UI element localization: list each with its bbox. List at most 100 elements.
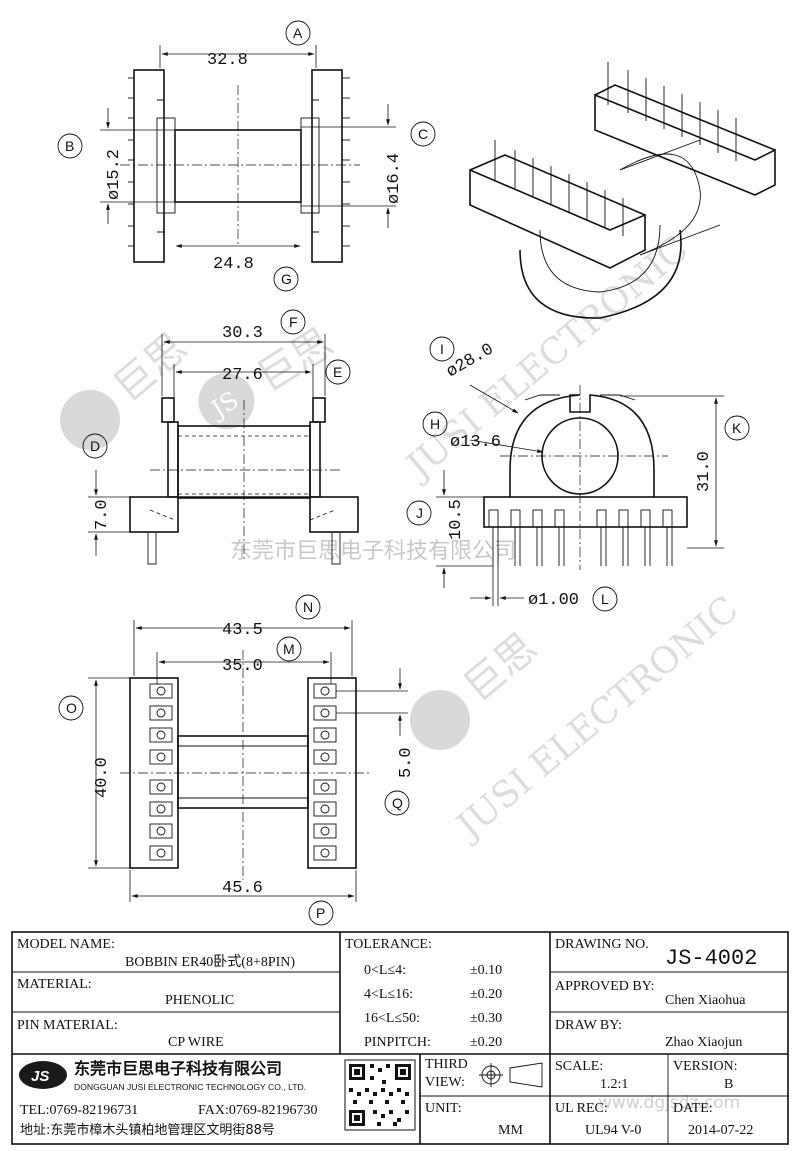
callout-h-letter: H	[430, 416, 440, 432]
drawing-no-value: JS-4002	[665, 946, 757, 971]
unit-label: UNIT:	[425, 1101, 462, 1116]
version-label: VERSION:	[673, 1059, 738, 1074]
dim-p-label: 45.6	[222, 879, 263, 898]
tolerance-range-3: 16<L≤50:	[364, 1011, 420, 1026]
callout-a	[285, 20, 311, 46]
watermark-logo-circle	[198, 373, 255, 430]
third-view-label-2: VIEW:	[425, 1075, 465, 1090]
model-name-label: MODEL NAME:	[17, 937, 115, 952]
watermark-brand-cn-3: 巨思	[455, 624, 546, 711]
dim-a-label: 32.8	[207, 51, 248, 70]
date-value: 2014-07-22	[688, 1123, 753, 1138]
company-logo-text: JS	[31, 1068, 49, 1085]
dim-o-label: 40.0	[93, 757, 112, 798]
dim-j-label: 10.5	[447, 499, 466, 540]
callout-m-letter: M	[283, 641, 295, 657]
callout-d-letter: D	[90, 438, 100, 454]
watermark-company-cn: 东莞市巨思电子科技有限公司	[230, 539, 516, 564]
callout-m	[276, 636, 302, 662]
dim-l-label: ø1.00	[528, 591, 579, 610]
scale-value: 1.2:1	[600, 1077, 628, 1092]
scale-label: SCALE:	[555, 1059, 603, 1074]
callout-j-letter: J	[416, 505, 423, 521]
material-value: PHENOLIC	[165, 993, 234, 1008]
watermark-logo-circle-2	[60, 390, 120, 450]
date-label: DATE:	[673, 1101, 713, 1116]
callout-a-letter: A	[293, 25, 303, 41]
pin-material-value: CP WIRE	[168, 1035, 224, 1050]
dim-k-label: 31.0	[695, 451, 714, 492]
title-block: MODEL NAME: BOBBIN ER40卧式(8+8PIN) MATERI…	[11, 931, 789, 1145]
callouts	[57, 20, 750, 926]
callout-i	[429, 336, 455, 362]
draw-by-value: Zhao Xiaojun	[665, 1035, 742, 1050]
dim-b-label: ø15.2	[105, 149, 124, 200]
callout-f-letter: F	[289, 314, 298, 330]
callout-c	[410, 121, 436, 147]
callout-l	[592, 586, 618, 612]
isometric-view	[469, 62, 776, 319]
top-view: 32.8 24.8 ø15.2 ø16.4	[100, 45, 404, 274]
tolerance-value-2: ±0.20	[470, 987, 502, 1002]
watermark-brand-en: JUSI ELECTRONIC	[396, 229, 696, 490]
company-tel: TEL:0769-82196731	[20, 1103, 138, 1118]
approved-by-label: APPROVED BY:	[555, 979, 654, 994]
version-value: B	[724, 1077, 733, 1092]
watermark-brand-cn-2: 巨思	[105, 324, 196, 411]
dim-q-label: 5.0	[397, 747, 416, 778]
callout-b	[57, 133, 83, 159]
callout-letters: A B C D E F G H I J K L M N O P Q	[65, 25, 742, 921]
watermark-brand-cn: 巨思	[249, 320, 341, 401]
tolerance-value-4: ±0.20	[470, 1035, 502, 1050]
callout-i-letter: I	[440, 341, 444, 357]
dim-d-label: 7.0	[93, 499, 112, 530]
callout-f	[280, 309, 306, 335]
callout-c-letter: C	[418, 126, 428, 142]
callout-k-letter: K	[732, 420, 742, 436]
company-address: 地址:东莞市樟木头镇柏地管理区文明街88号	[20, 1122, 275, 1138]
callout-d	[82, 433, 108, 459]
callout-n-letter: N	[303, 599, 313, 615]
callout-q	[384, 790, 410, 816]
third-angle-projection-icon	[479, 1062, 543, 1088]
tolerance-range-2: 4<L≤16:	[364, 987, 413, 1002]
unit-value: MM	[498, 1123, 523, 1138]
ul-rec-value: UL94 V-0	[585, 1123, 641, 1138]
model-name-value: BOBBIN ER40卧式(8+8PIN)	[125, 954, 295, 970]
draw-by-label: DRAW BY:	[555, 1018, 622, 1033]
company-name-en: DONGGUAN JUSI ELECTRONIC TECHNOLOGY CO.,…	[74, 1082, 306, 1092]
callout-e	[325, 359, 351, 385]
material-label: MATERIAL:	[17, 977, 92, 992]
qr-code-icon	[344, 1059, 416, 1131]
dim-e-label: 27.6	[222, 366, 263, 385]
company-fax: FAX:0769-82196730	[198, 1103, 318, 1118]
callout-j	[406, 500, 432, 526]
company-logo: JS	[19, 1061, 67, 1089]
tolerance-value-3: ±0.30	[470, 1011, 502, 1026]
callout-g-letter: G	[281, 271, 292, 287]
dim-m-label: 35.0	[222, 657, 263, 676]
watermark-brand-en-2: JUSI ELECTRONIC	[446, 589, 746, 850]
side-view: 30.3 27.6 7.0	[88, 324, 359, 565]
tolerance-range-4: PINPITCH:	[364, 1035, 431, 1050]
drawing-no-label: DRAWING NO.	[555, 937, 649, 952]
callout-p	[308, 900, 334, 926]
approved-by-value: Chen Xiaohua	[665, 993, 746, 1008]
front-view: ø28.0 ø13.6 31.0 10.5 ø1.00	[436, 340, 724, 610]
callout-g	[273, 266, 299, 292]
dim-c-label: ø16.4	[385, 153, 404, 204]
pin-material-label: PIN MATERIAL:	[17, 1018, 118, 1033]
dim-g-label: 24.8	[213, 255, 254, 274]
callout-q-letter: Q	[392, 795, 403, 811]
dim-f-label: 30.3	[222, 324, 263, 343]
dim-n-label: 43.5	[222, 621, 263, 640]
watermark-logo-circle-3	[410, 690, 470, 750]
tolerance-range-1: 0<L≤4:	[364, 963, 406, 978]
callout-b-letter: B	[65, 138, 74, 154]
dim-h-label: ø13.6	[450, 433, 501, 452]
watermark-site: www.dgjsdz.com	[598, 1093, 740, 1113]
company-name-cn: 东莞市巨思电子科技有限公司	[74, 1059, 282, 1078]
callout-o-letter: O	[66, 700, 77, 716]
tolerance-value-1: ±0.10	[470, 963, 502, 978]
